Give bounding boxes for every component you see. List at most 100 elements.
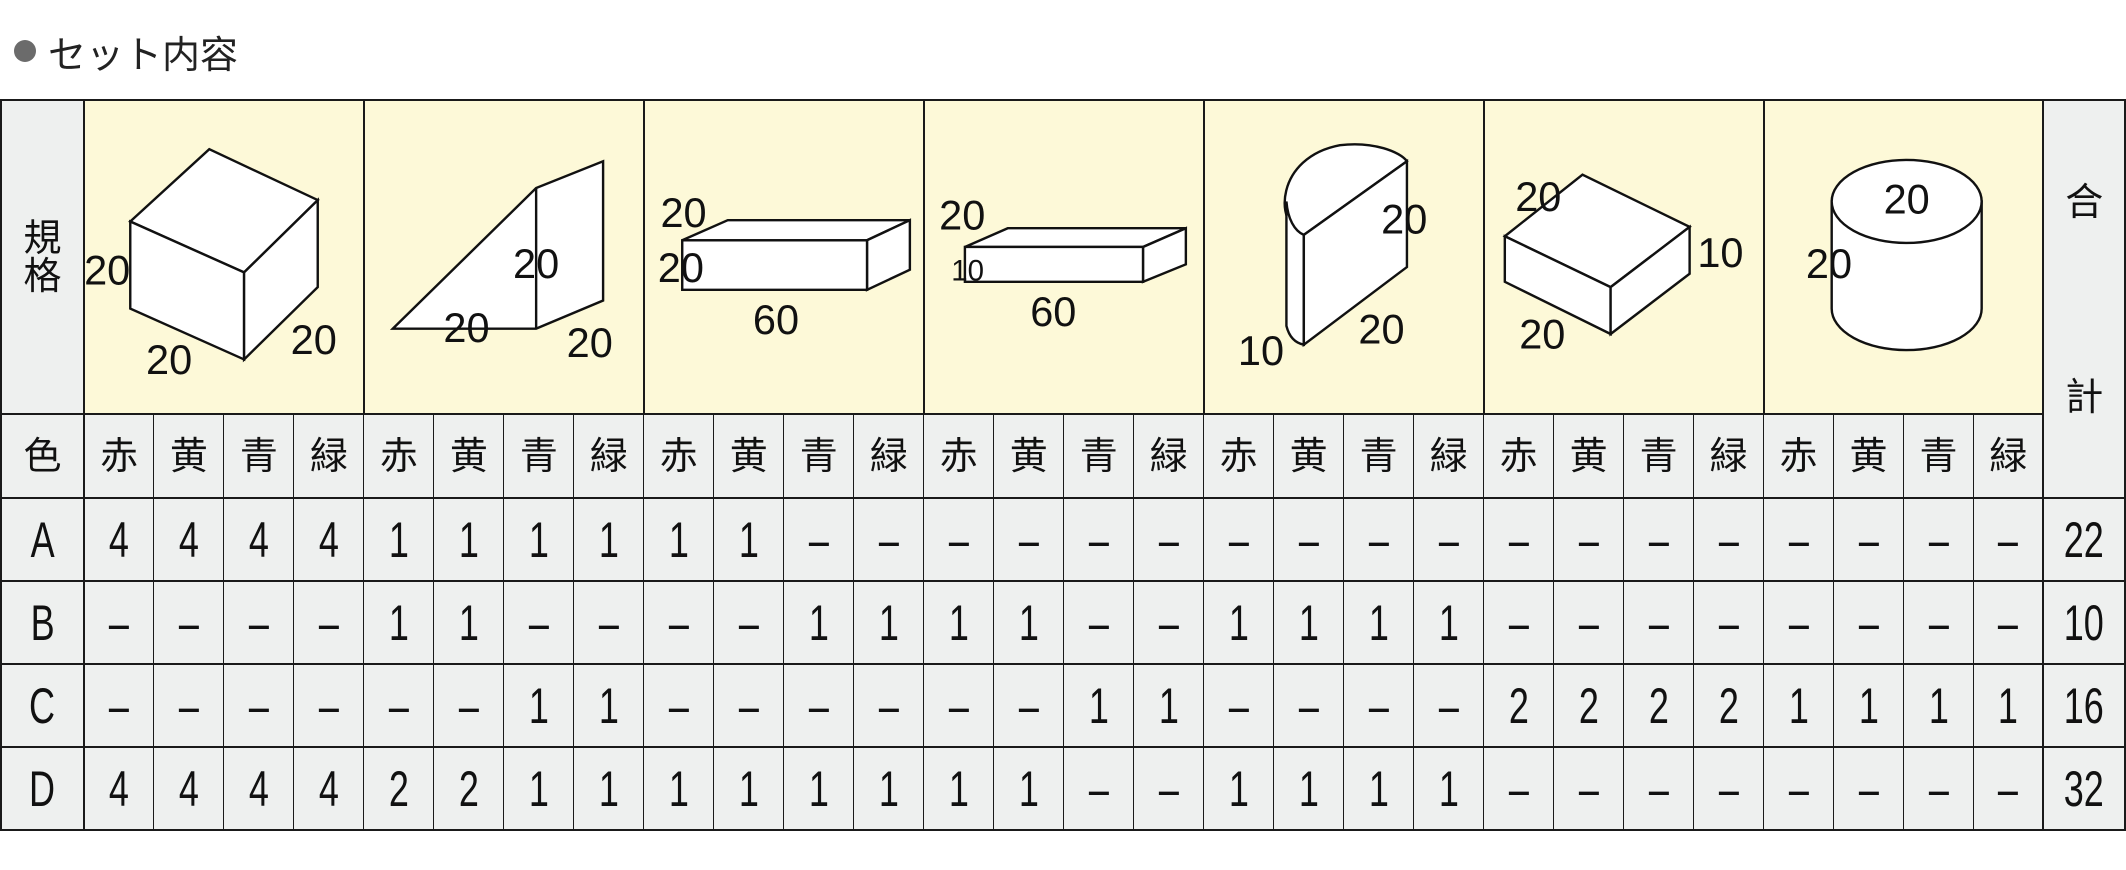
quantity-value: – bbox=[878, 511, 899, 568]
quantity-cell: 1 bbox=[643, 746, 715, 831]
color-header-cell: 赤 bbox=[923, 413, 995, 499]
color-header-cell: 赤 bbox=[363, 413, 435, 499]
quantity-value: – bbox=[808, 677, 829, 734]
quantity-value: 1 bbox=[668, 511, 689, 568]
quantity-cell: – bbox=[1903, 580, 1974, 665]
color-name: 赤 bbox=[939, 434, 978, 478]
quantity-cell: 1 bbox=[433, 580, 505, 665]
color-name: 青 bbox=[1639, 434, 1678, 478]
quantity-cell: – bbox=[1413, 663, 1485, 748]
quantity-value: 1 bbox=[1368, 594, 1389, 651]
quantity-value: 2 bbox=[1718, 677, 1739, 734]
quantity-cell: 1 bbox=[573, 746, 645, 831]
quantity-cell: 4 bbox=[83, 746, 155, 831]
quantity-value: – bbox=[1578, 511, 1599, 568]
color-name: 青 bbox=[1079, 434, 1118, 478]
quantity-cell: – bbox=[643, 663, 715, 748]
quantity-value: 2 bbox=[1578, 677, 1599, 734]
quantity-value: – bbox=[248, 594, 269, 651]
quantity-value: – bbox=[878, 677, 899, 734]
dimension-label: 20 bbox=[1358, 305, 1404, 352]
quantity-cell: – bbox=[83, 580, 155, 665]
color-row: 色 赤黄青緑赤黄青緑赤黄青緑赤黄青緑赤黄青緑赤黄青緑赤黄青緑 bbox=[0, 413, 2125, 499]
color-header-cell: 緑 bbox=[1973, 413, 2044, 499]
quantity-cell: – bbox=[1903, 746, 1974, 831]
quantity-value: – bbox=[668, 677, 689, 734]
color-header-cell: 黄 bbox=[1833, 413, 1905, 499]
quantity-cell: – bbox=[1763, 497, 1835, 582]
color-name: 青 bbox=[239, 434, 278, 478]
quantity-value: – bbox=[1438, 677, 1459, 734]
color-name: 赤 bbox=[1779, 434, 1818, 478]
quantity-cell: – bbox=[1203, 497, 1275, 582]
bullet-icon bbox=[14, 40, 36, 62]
color-header-cell: 赤 bbox=[1763, 413, 1835, 499]
quantity-cell: – bbox=[1973, 746, 2044, 831]
color-name: 緑 bbox=[1709, 434, 1748, 478]
quantity-cell: 1 bbox=[713, 746, 785, 831]
quantity-cell: 1 bbox=[643, 497, 715, 582]
quantity-cell: – bbox=[993, 663, 1065, 748]
quantity-value: 1 bbox=[1858, 677, 1879, 734]
quantity-cell: – bbox=[573, 580, 645, 665]
quantity-value: – bbox=[1088, 594, 1109, 651]
quantity-value: – bbox=[1158, 511, 1179, 568]
row-label: D bbox=[29, 760, 56, 817]
quantity-value: 2 bbox=[1648, 677, 1669, 734]
quantity-value: 1 bbox=[1368, 760, 1389, 817]
row-label: B bbox=[30, 594, 55, 651]
quantity-cell: – bbox=[1343, 663, 1415, 748]
row-label: C bbox=[29, 677, 56, 734]
quantity-cell: 2 bbox=[1693, 663, 1765, 748]
quantity-cell: 4 bbox=[83, 497, 155, 582]
quantity-cell: – bbox=[1973, 580, 2044, 665]
flat-bar-outline bbox=[963, 245, 1144, 283]
quantity-value: – bbox=[1298, 677, 1319, 734]
dimension-label: 20 bbox=[658, 244, 704, 291]
quantity-value: 4 bbox=[318, 511, 339, 568]
quantity-cell: – bbox=[1553, 580, 1625, 665]
quantity-value: – bbox=[458, 677, 479, 734]
quantity-cell: – bbox=[1623, 580, 1695, 665]
quantity-value: 2 bbox=[388, 760, 409, 817]
color-name: 緑 bbox=[1149, 434, 1188, 478]
quantity-value: 1 bbox=[668, 760, 689, 817]
quantity-cell: 2 bbox=[363, 746, 435, 831]
quantity-value: – bbox=[1718, 511, 1739, 568]
dimension-label: 20 bbox=[1805, 240, 1851, 287]
quantity-value: 1 bbox=[1228, 760, 1249, 817]
quantity-cell: 1 bbox=[363, 580, 435, 665]
color-name: 青 bbox=[799, 434, 838, 478]
color-header-cell: 黄 bbox=[1273, 413, 1345, 499]
quantity-value: 1 bbox=[1018, 594, 1039, 651]
color-name: 赤 bbox=[1219, 434, 1258, 478]
quantity-cell: – bbox=[1133, 746, 1205, 831]
quantity-cell: 2 bbox=[433, 746, 505, 831]
color-header-cell: 赤 bbox=[643, 413, 715, 499]
color-header-cell: 青 bbox=[1903, 413, 1974, 499]
quantity-cell: – bbox=[1133, 580, 1205, 665]
quantity-value: – bbox=[1018, 511, 1039, 568]
color-name: 黄 bbox=[1569, 434, 1608, 478]
quantity-cell: – bbox=[293, 663, 365, 748]
quantity-value: – bbox=[1088, 760, 1109, 817]
dimension-label: 10 bbox=[951, 254, 984, 287]
quantity-cell: – bbox=[923, 497, 995, 582]
dimension-label: 20 bbox=[443, 304, 489, 351]
quantity-value: – bbox=[1298, 511, 1319, 568]
quantity-value: – bbox=[109, 594, 130, 651]
color-header-cell: 青 bbox=[1063, 413, 1135, 499]
quantity-cell: – bbox=[1693, 580, 1765, 665]
quantity-value: – bbox=[738, 594, 759, 651]
quantity-value: – bbox=[1018, 677, 1039, 734]
dimension-label: 20 bbox=[146, 336, 192, 383]
quantity-cell: – bbox=[1483, 497, 1555, 582]
quantity-value: 1 bbox=[598, 511, 619, 568]
color-name: 黄 bbox=[729, 434, 768, 478]
quantity-cell: – bbox=[713, 663, 785, 748]
